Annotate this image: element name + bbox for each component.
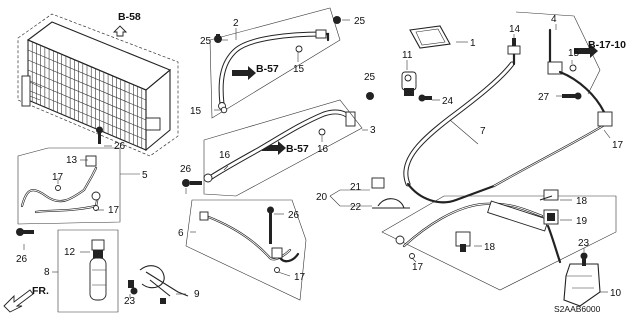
callout-11: 11	[402, 50, 413, 61]
nut-25-suction	[366, 92, 374, 100]
callout-25-suction: 25	[364, 72, 376, 83]
callout-17-receiver-top: 17	[52, 172, 64, 183]
o-ring-15-lower	[220, 106, 228, 114]
callout-6: 6	[178, 228, 184, 239]
front-direction-arrow-icon: FR.	[3, 285, 49, 313]
callout-16-right: 16	[317, 144, 329, 155]
callout-25-upper-right: 25	[354, 16, 366, 27]
ref-b58: B-58	[118, 11, 141, 23]
block-joint-19	[543, 209, 559, 225]
callout-26-mid: 26	[180, 164, 192, 175]
callout-16-left: 16	[219, 150, 231, 161]
pressure-switch	[401, 71, 417, 96]
bolt-24	[418, 94, 432, 102]
diagram-code: S2AAB6000	[554, 304, 601, 314]
callout-21: 21	[350, 182, 362, 193]
liquid-line-right	[381, 195, 617, 291]
suction-hose	[203, 99, 363, 197]
ref-b1710: B-17-10	[588, 39, 626, 51]
ref-b57-lower: B-57	[286, 143, 309, 155]
leader-lines	[23, 19, 611, 298]
callout-15-lower: 15	[190, 106, 202, 117]
callout-1: 1	[470, 38, 476, 49]
callout-18-upper: 18	[576, 196, 588, 207]
callout-17-right-upper: 17	[612, 140, 624, 151]
callout-19: 19	[576, 216, 588, 227]
callout-4: 4	[551, 14, 557, 25]
bolt-27	[562, 92, 582, 100]
bolt-15-right	[569, 64, 577, 72]
callout-3: 3	[370, 125, 376, 136]
callout-15-upper: 15	[293, 64, 305, 75]
callout-8: 8	[44, 267, 50, 278]
callout-22: 22	[350, 202, 362, 213]
callout-24: 24	[442, 96, 454, 107]
callout-17-receiver-bottom: 17	[108, 205, 120, 216]
callout-23-lower: 23	[124, 296, 136, 307]
callout-26-liquid: 26	[288, 210, 300, 221]
callout-20: 20	[316, 192, 328, 203]
callout-14: 14	[509, 24, 521, 35]
callout-18-lower: 18	[484, 242, 496, 253]
callout-7: 7	[480, 126, 486, 137]
nut-25-right	[333, 16, 341, 24]
suction-hose-right	[403, 11, 613, 204]
callout-5: 5	[142, 170, 148, 181]
callout-15-right: 15	[568, 48, 580, 59]
clip-set	[371, 177, 410, 209]
bolt-14	[512, 38, 516, 46]
bolt-26-mid	[182, 179, 202, 187]
callout-12: 12	[64, 247, 76, 258]
direction-arrow-up-icon	[112, 25, 128, 37]
receiver-dryer	[57, 229, 119, 313]
pipe-clamp	[128, 265, 189, 304]
callout-10: 10	[610, 288, 622, 299]
callout-9: 9	[194, 289, 200, 300]
ref-b57-upper: B-57	[256, 63, 279, 75]
callout-17-right-lower: 17	[412, 262, 424, 273]
condenser	[17, 13, 179, 157]
bolt-25-upper	[214, 34, 222, 43]
callout-26-receiver: 26	[114, 141, 126, 152]
callout-27: 27	[538, 92, 550, 103]
ref-arrow-b1710: B-17-10	[574, 39, 626, 58]
bolt-23-lower	[130, 287, 138, 295]
callout-13: 13	[66, 155, 78, 166]
callout-26-left: 26	[16, 254, 28, 265]
ref-arrow-b57-lower: B-57	[262, 141, 309, 155]
callout-2: 2	[233, 18, 239, 29]
o-ring-15-upper	[295, 45, 303, 53]
ref-arrow-b57-upper: B-57	[232, 63, 279, 80]
callout-23-right: 23	[578, 238, 590, 249]
cover-gasket	[409, 25, 451, 49]
bolt-26-liquid	[267, 206, 274, 244]
bracket-10	[563, 263, 601, 307]
bolt-23-right	[580, 252, 588, 266]
callout-25-upper-left: 25	[200, 36, 212, 47]
callout-17-liquid: 17	[294, 272, 306, 283]
receiver-line-assembly	[17, 147, 121, 225]
bolt-26-receiver	[96, 126, 103, 144]
clip-18-upper	[539, 189, 559, 201]
bolt-26-left	[16, 228, 34, 236]
front-direction-label: FR.	[32, 285, 49, 297]
clip-18-lower	[455, 231, 471, 252]
liquid-pipe	[185, 199, 307, 301]
